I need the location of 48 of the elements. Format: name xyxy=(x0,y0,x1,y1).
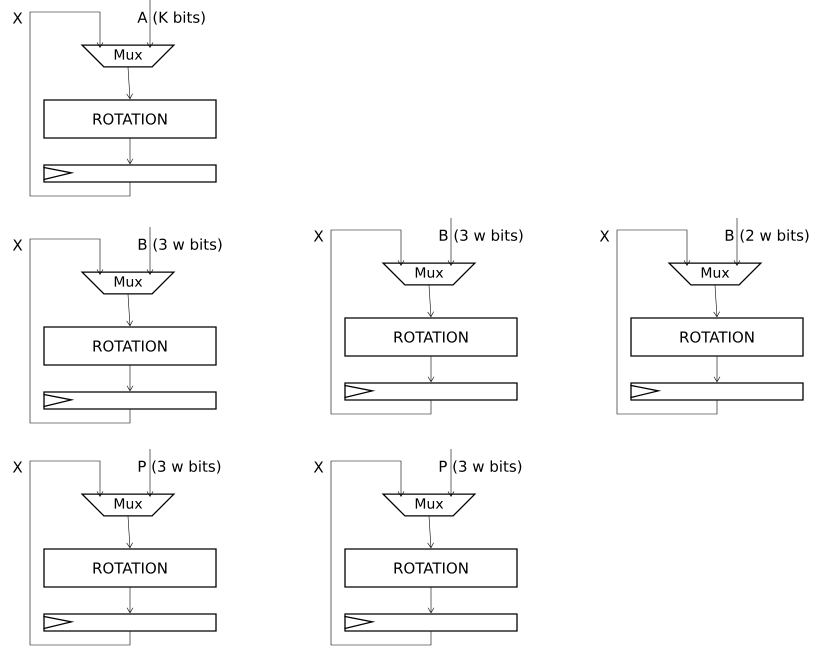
input-arrow xyxy=(146,448,154,497)
arrow xyxy=(714,356,720,382)
arrow xyxy=(126,516,133,548)
register xyxy=(43,164,217,183)
register xyxy=(344,382,518,401)
input-arrow xyxy=(448,448,454,497)
feedback-arrow xyxy=(30,238,130,424)
edge-label: X xyxy=(600,230,610,242)
input-label: P (3 w bits) xyxy=(138,460,220,474)
input-label: B (2 w bits) xyxy=(726,229,808,243)
register xyxy=(344,613,518,632)
input-arrow xyxy=(734,218,740,266)
feedback-arrow xyxy=(30,460,130,646)
arrow xyxy=(126,587,134,614)
input-label: P (3 w bits) xyxy=(440,460,522,474)
register xyxy=(43,613,217,632)
input-label: A (K bits) xyxy=(137,11,205,25)
rotation-box: ROTATION xyxy=(43,99,217,139)
feedback-arrow xyxy=(330,460,432,646)
edge-label: X xyxy=(12,12,22,24)
rotation-box: ROTATION xyxy=(344,548,518,588)
arrow xyxy=(126,67,133,100)
arrow xyxy=(713,285,720,318)
edge-label: X xyxy=(314,230,324,242)
arrow xyxy=(126,294,133,326)
input-label: B (3 w bits) xyxy=(138,238,222,252)
rotation-box: ROTATION xyxy=(43,548,217,588)
rotation-box: ROTATION xyxy=(43,326,217,366)
edge-label: X xyxy=(314,462,324,472)
feedback-arrow xyxy=(30,12,130,196)
arrow xyxy=(126,138,134,164)
input-label: B (3 w bits) xyxy=(440,229,522,243)
rotation-box: ROTATION xyxy=(344,317,518,357)
input-arrow xyxy=(146,226,154,275)
arrow xyxy=(428,587,434,614)
register xyxy=(630,382,804,401)
arrow xyxy=(126,365,134,392)
feedback-arrow xyxy=(616,230,718,414)
edge-label: X xyxy=(12,240,22,250)
arrow xyxy=(428,356,434,382)
input-arrow xyxy=(146,0,154,48)
arrow xyxy=(427,285,434,318)
arrow xyxy=(427,516,434,548)
feedback-arrow xyxy=(330,230,432,414)
input-arrow xyxy=(448,218,454,266)
edge-label: X xyxy=(12,462,22,472)
register xyxy=(43,391,217,410)
rotation-box: ROTATION xyxy=(630,317,804,357)
